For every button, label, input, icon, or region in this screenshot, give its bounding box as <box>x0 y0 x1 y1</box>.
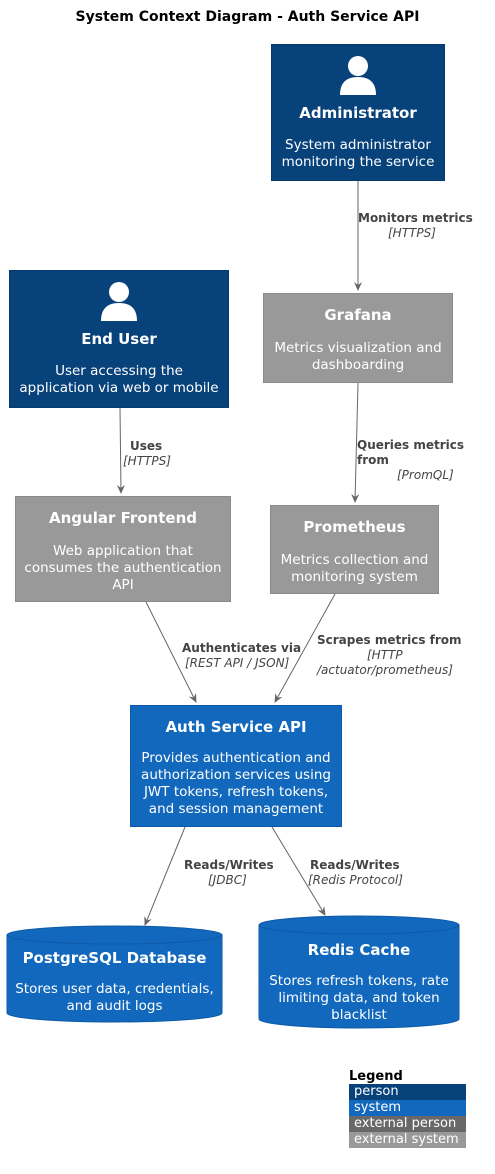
connection-tech-text: /actuator/prometheus] <box>317 663 453 677</box>
node-desc-line: and audit logs <box>66 998 163 1014</box>
node-desc-line: Web application that <box>53 543 193 559</box>
connection-label-grafana-prometheus: Queries metrics from [PromQL] <box>357 438 495 483</box>
node-name: Prometheus <box>303 518 406 536</box>
node-name: End User <box>81 330 157 348</box>
node-prometheus[interactable]: Prometheus Metrics collection and monito… <box>270 505 439 594</box>
node-desc-line: Metrics visualization and <box>274 340 442 356</box>
legend-item-label: external system <box>354 1132 459 1147</box>
node-desc-line: consumes the authentication <box>24 560 222 576</box>
connection-tech-text: [PromQL] <box>397 468 454 482</box>
connection-tech-text: [HTTPS] <box>388 226 436 240</box>
node-desc-line: blacklist <box>331 1007 387 1023</box>
node-angular-frontend[interactable]: Angular Frontend Web application that co… <box>15 496 231 602</box>
legend-item-system: system <box>349 1100 466 1116</box>
node-desc-line: authorization services using <box>141 767 331 783</box>
node-desc-line: JWT tokens, refresh tokens, <box>143 784 329 800</box>
database-cylinder-shape <box>258 915 460 1029</box>
connection-label-enduser-angular: Uses [HTTPS] <box>123 439 171 469</box>
node-name: Administrator <box>299 104 417 122</box>
node-postgresql-database[interactable]: PostgreSQL Database Stores user data, cr… <box>6 925 223 1025</box>
legend-item-label: external person <box>354 1116 457 1131</box>
arrow-enduser-angular <box>116 407 125 494</box>
legend-item-external-system: external system <box>349 1132 466 1148</box>
database-cylinder-shape <box>6 925 223 1023</box>
legend-item-person: person <box>349 1084 466 1100</box>
node-desc-line: Stores refresh tokens, rate <box>269 973 449 989</box>
node-administrator[interactable]: Administrator System administrator monit… <box>271 44 445 181</box>
person-icon <box>101 282 137 321</box>
connection-label-text: Authenticates via <box>182 641 302 655</box>
arrow-auth-redis <box>271 826 326 916</box>
node-desc-line: application via web or mobile <box>19 380 219 396</box>
legend-title: Legend <box>349 1069 403 1084</box>
node-redis-cache[interactable]: Redis Cache Stores refresh tokens, rate … <box>258 915 460 1031</box>
diagram-title: System Context Diagram - Auth Service AP… <box>75 9 420 25</box>
connection-label-prometheus-auth: Scrapes metrics from [HTTP /actuator/pro… <box>317 633 462 678</box>
node-desc-line: limiting data, and token <box>278 990 440 1006</box>
node-desc-line: Metrics collection and <box>280 552 429 568</box>
connection-label-admin-grafana: Monitors metrics [HTTPS] <box>358 211 473 241</box>
arrow-auth-postgres <box>144 826 186 926</box>
legend: Legend person system external person ext… <box>349 1069 466 1148</box>
connection-label-text: Scrapes metrics from <box>317 633 462 647</box>
connection-tech-text: [Redis Protocol] <box>308 873 403 887</box>
legend-item-external-person: external person <box>349 1116 466 1132</box>
connection-tech-text: [REST API / JSON] <box>185 656 290 670</box>
node-desc-line: User accessing the <box>55 363 183 379</box>
node-desc-line: System administrator <box>285 137 431 153</box>
connection-label-text: Uses <box>130 439 163 453</box>
connection-tech-text: [JDBC] <box>208 873 247 887</box>
connection-label-text: Reads/Writes <box>184 858 274 872</box>
node-desc-line: Provides authentication and <box>141 750 331 766</box>
arrow-prometheus-auth <box>274 593 336 703</box>
node-desc-line: monitoring the service <box>281 154 435 170</box>
node-desc-line: monitoring system <box>291 569 418 585</box>
node-end-user[interactable]: End User User accessing the application … <box>9 270 229 408</box>
connection-label-text: Monitors metrics <box>358 211 473 225</box>
legend-item-label: person <box>354 1084 399 1099</box>
arrow-angular-auth <box>145 601 197 703</box>
node-desc-line: API <box>112 577 134 593</box>
node-name: Angular Frontend <box>48 509 197 527</box>
connection-label-angular-auth: Authenticates via [REST API / JSON] <box>182 641 301 671</box>
connection-label-text: Queries metrics from <box>357 438 465 467</box>
node-name: Auth Service API <box>165 718 307 736</box>
connection-label-text: Reads/Writes <box>310 858 400 872</box>
person-icon <box>340 56 376 95</box>
node-desc-line: dashboarding <box>311 357 405 373</box>
connection-label-auth-redis: Reads/Writes [Redis Protocol] <box>308 858 403 888</box>
node-desc-line: Stores user data, credentials, <box>15 981 214 997</box>
node-desc-line: and session management <box>148 801 324 817</box>
connection-tech-text: [HTTP <box>367 648 403 662</box>
node-grafana[interactable]: Grafana Metrics visualization and dashbo… <box>263 293 453 383</box>
connection-label-auth-postgres: Reads/Writes [JDBC] <box>184 858 274 888</box>
legend-item-label: system <box>354 1100 401 1115</box>
node-name: PostgreSQL Database <box>22 949 207 967</box>
connection-tech-text: [HTTPS] <box>123 454 171 468</box>
node-name: Redis Cache <box>307 941 411 959</box>
arrow-grafana-prometheus <box>351 382 360 503</box>
node-name: Grafana <box>324 306 392 324</box>
node-auth-service-api[interactable]: Auth Service API Provides authentication… <box>130 705 342 827</box>
